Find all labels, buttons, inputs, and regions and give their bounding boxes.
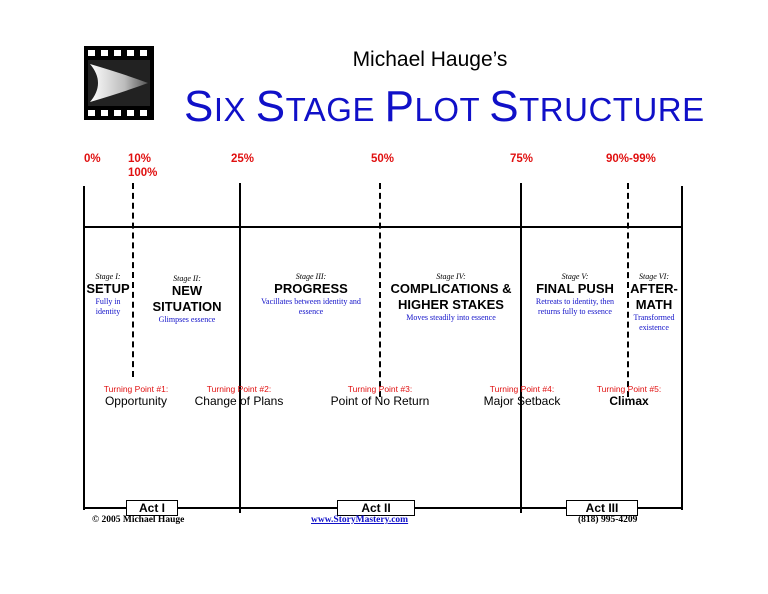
film-strip-logo-icon <box>84 46 154 120</box>
turning-point-3: Turning Point #3: Point of No Return <box>318 384 442 408</box>
turning-point-tag: Turning Point #4: <box>489 384 555 394</box>
stage-name: SETUP <box>86 281 130 296</box>
stage-4: Stage IV: COMPLICATIONS & HIGHER STAKES … <box>386 272 516 323</box>
copyright-text: © 2005 Michael Hauge <box>92 515 185 525</box>
stage-tag: Stage II: <box>173 274 201 283</box>
stage-description: Retreats to identity, then returns fully… <box>535 297 615 316</box>
stage-description: Fully in identity <box>95 297 121 316</box>
stage-description: Vacillates between identity and essence <box>261 297 361 316</box>
turning-point-tag: Turning Point #2: <box>206 384 272 394</box>
stage-1: Stage I: SETUP Fully in identity <box>84 272 132 317</box>
act-2-label: Act II <box>337 500 415 516</box>
website-link[interactable]: www.StoryMastery.com <box>311 515 409 525</box>
stage-5: Stage V: FINAL PUSH Retreats to identity… <box>527 272 623 317</box>
percent-label-10: 10% <box>128 153 152 165</box>
percent-label-100: 100% <box>128 167 158 179</box>
stage-tag: Stage IV: <box>436 272 466 281</box>
timeline-start-line <box>83 186 85 510</box>
stage-name: AFTER-MATH <box>630 281 678 312</box>
percent-label-0: 0% <box>84 153 101 165</box>
page-title: SIX STAGE PLOT STRUCTURE <box>184 82 705 131</box>
turning-point-2: Turning Point #2: Change of Plans <box>186 384 292 408</box>
stage-name: PROGRESS <box>274 281 348 296</box>
act-3-label: Act III <box>566 500 638 516</box>
turning-point-tag: Turning Point #1: <box>103 384 169 394</box>
marker-line-90 <box>627 183 629 397</box>
stage-tag: Stage VI: <box>639 272 669 281</box>
turning-point-name: Major Setback <box>483 394 561 408</box>
percent-label-50: 50% <box>371 153 395 165</box>
timeline-end-line <box>681 186 683 510</box>
turning-point-name: Opportunity <box>104 394 168 408</box>
stage-description: Transformed existence <box>633 313 675 332</box>
turning-point-4: Turning Point #4: Major Setback <box>470 384 574 408</box>
turning-point-tag: Turning Point #3: <box>347 384 413 394</box>
stage-tag: Stage I: <box>95 272 121 281</box>
percent-label-90-99: 90%-99% <box>606 153 656 165</box>
stage-tag: Stage V: <box>561 272 589 281</box>
turning-point-5: Turning Point #5: Climax <box>584 384 674 408</box>
turning-point-name: Climax <box>609 394 649 408</box>
percent-label-75: 75% <box>510 153 534 165</box>
stage-name: NEW SITUATION <box>152 283 222 314</box>
turning-point-name: Point of No Return <box>330 394 430 408</box>
turning-point-1: Turning Point #1: Opportunity <box>88 384 184 408</box>
marker-line-10 <box>132 183 134 377</box>
marker-line-50 <box>379 183 381 397</box>
phone-number: (818) 995-4209 <box>578 515 638 525</box>
stage-6: Stage VI: AFTER-MATH Transformed existen… <box>627 272 681 333</box>
act-divider-line-2 <box>520 183 522 513</box>
stage-3: Stage III: PROGRESS Vacillates between i… <box>256 272 366 317</box>
stage-description: Glimpses essence <box>158 315 216 324</box>
turning-point-tag: Turning Point #5: <box>596 384 662 394</box>
percent-label-25: 25% <box>231 153 255 165</box>
timeline-top-line <box>83 226 683 228</box>
act-divider-line-1 <box>239 183 241 513</box>
author-heading: Michael Hauge’s <box>352 48 508 71</box>
turning-point-name: Change of Plans <box>194 394 284 408</box>
stage-2: Stage II: NEW SITUATION Glimpses essence <box>140 274 234 325</box>
stage-name: FINAL PUSH <box>536 281 614 296</box>
stage-name: COMPLICATIONS & HIGHER STAKES <box>390 281 512 312</box>
stage-description: Moves steadily into essence <box>406 313 496 322</box>
act-1-label: Act I <box>126 500 178 516</box>
stage-tag: Stage III: <box>295 272 327 281</box>
